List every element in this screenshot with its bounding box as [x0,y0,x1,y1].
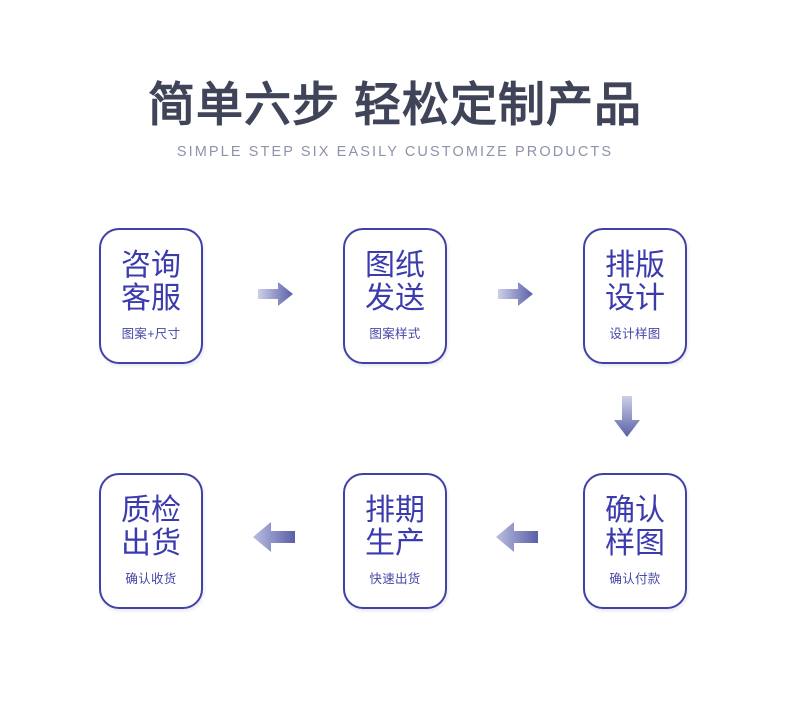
page-title: 简单六步轻松定制产品 [0,78,790,132]
arrow-right-icon [258,280,294,308]
page-subtitle: SIMPLE STEP SIX EASILY CUSTOMIZE PRODUCT… [176,144,614,161]
step-title-line-1: 排期 [365,494,425,528]
arrow-left-icon [495,520,539,554]
step-title-line-1: 质检 [121,494,181,528]
step-title: 咨询 客服 [121,249,181,315]
step-title-line-2: 发送 [365,281,425,315]
process-flow-diagram: 咨询 客服 图案+尺寸 图纸 发送 图案样式 排版 设计 设计样图 [0,228,790,609]
flow-row-bottom: 质检 出货 确认收货 排期 生产 快速出货 确认 样图 确认付款 [0,473,790,609]
step-title-line-1: 图纸 [365,249,425,283]
step-title: 确认 样图 [605,494,665,560]
step-title-line-2: 设计 [605,281,665,315]
step-title: 图纸 发送 [365,249,425,315]
step-box-confirm-proof[interactable]: 确认 样图 确认付款 [583,473,687,609]
step-title-line-1: 咨询 [121,249,181,283]
flow-row-top: 咨询 客服 图案+尺寸 图纸 发送 图案样式 排版 设计 设计样图 [0,228,790,364]
step-title-line-2: 客服 [121,281,181,315]
step-box-layout-design[interactable]: 排版 设计 设计样图 [583,228,687,364]
step-title: 质检 出货 [121,494,181,560]
step-box-send-drawing[interactable]: 图纸 发送 图案样式 [343,228,447,364]
step-caption: 快速出货 [369,571,421,586]
header: 简单六步轻松定制产品 SIMPLE STEP SIX EASILY CUSTOM… [0,78,790,160]
step-caption: 图案样式 [369,326,421,341]
step-caption: 设计样图 [609,326,661,341]
step-box-consult-service[interactable]: 咨询 客服 图案+尺寸 [99,228,203,364]
step-caption: 确认收货 [125,571,177,586]
step-box-schedule-production[interactable]: 排期 生产 快速出货 [343,473,447,609]
step-caption: 图案+尺寸 [121,326,181,341]
step-title-line-2: 出货 [121,526,181,560]
step-title-line-1: 排版 [605,249,665,283]
step-box-inspect-ship[interactable]: 质检 出货 确认收货 [99,473,203,609]
arrow-left-icon [252,520,296,554]
page-title-part-2: 轻松定制产品 [354,78,642,131]
arrow-down-icon [612,396,642,438]
arrow-right-icon [498,280,534,308]
step-title: 排期 生产 [365,494,425,560]
step-title-line-2: 样图 [605,526,665,560]
step-title: 排版 设计 [605,249,665,315]
page-title-part-1: 简单六步 [148,78,340,131]
step-caption: 确认付款 [609,571,661,586]
step-title-line-2: 生产 [365,526,425,560]
step-title-line-1: 确认 [605,494,665,528]
